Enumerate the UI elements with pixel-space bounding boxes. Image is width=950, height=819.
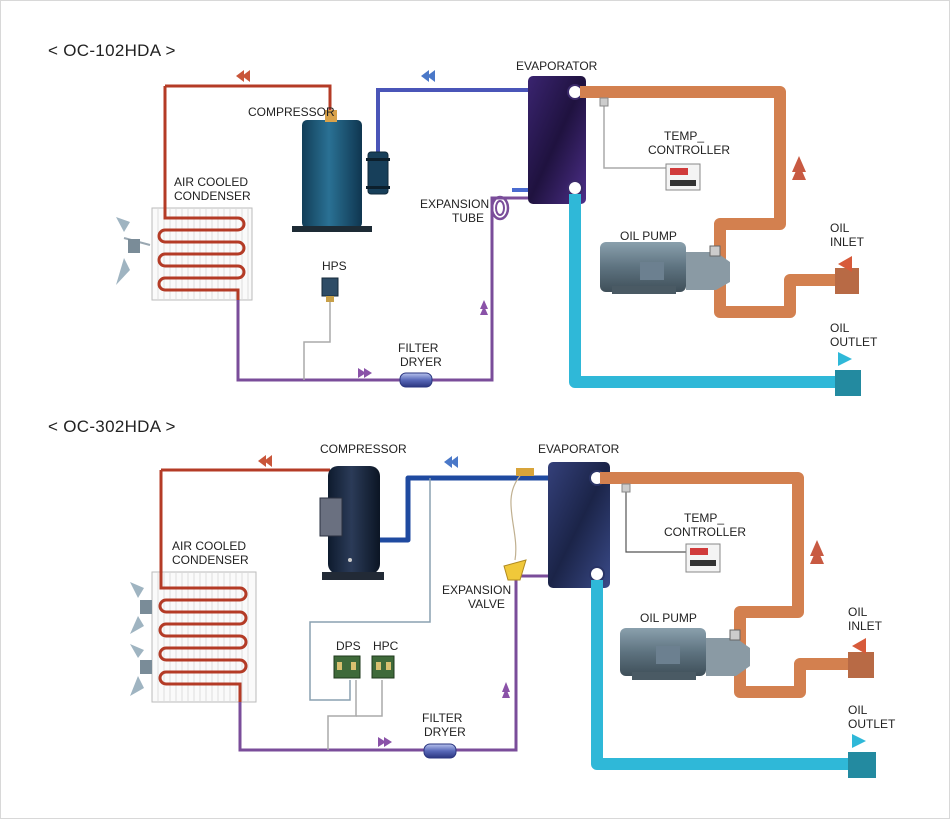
label-oil-inlet: OIL — [848, 605, 868, 619]
label-oil-outlet: OUTLET — [830, 335, 878, 349]
label-condenser: AIR COOLED — [172, 539, 246, 553]
fan-icon — [116, 217, 151, 285]
label-condenser: AIR COOLED — [174, 175, 248, 189]
diagram-title: < OC-302HDA > — [48, 417, 176, 436]
label-oil-inlet: OIL — [830, 221, 850, 235]
label-filter-dryer: DRYER — [424, 725, 466, 739]
label-condenser: CONDENSER — [174, 189, 251, 203]
label-evaporator: EVAPORATOR — [538, 442, 620, 456]
hps-switch — [321, 277, 339, 302]
label-hps: HPS — [322, 259, 347, 273]
condenser-2 — [130, 470, 257, 703]
diagram-title: < OC-102HDA > — [48, 41, 176, 60]
label-oil-inlet: INLET — [848, 619, 883, 633]
condenser-1 — [116, 86, 253, 301]
fan-icon — [130, 582, 152, 634]
label-condenser: CONDENSER — [172, 553, 249, 567]
label-temp-controller: TEMP_ — [684, 511, 724, 525]
expansion-tube — [490, 195, 510, 221]
label-expansion: EXPANSION — [442, 583, 511, 597]
diagram-oc102hda — [116, 70, 861, 396]
label-expansion: TUBE — [452, 211, 484, 225]
label-expansion: EXPANSION — [420, 197, 489, 211]
hpc-switch — [371, 655, 395, 679]
label-oil-outlet: OUTLET — [848, 717, 896, 731]
expansion-valve — [503, 468, 534, 581]
label-temp-controller: CONTROLLER — [664, 525, 746, 539]
label-filter-dryer: FILTER — [398, 341, 439, 355]
label-filter-dryer: DRYER — [400, 355, 442, 369]
label-temp-controller: CONTROLLER — [648, 143, 730, 157]
compressor-1 — [292, 110, 390, 232]
label-evaporator: EVAPORATOR — [516, 59, 598, 73]
evaporator-2 — [548, 462, 610, 588]
diagram-oc302hda — [130, 455, 876, 778]
label-oil-outlet: OIL — [830, 321, 850, 335]
filter-dryer-2 — [423, 743, 457, 759]
label-compressor: COMPRESSOR — [320, 442, 407, 456]
label-oil-outlet: OIL — [848, 703, 868, 717]
evaporator-1 — [528, 76, 586, 204]
label-filter-dryer: FILTER — [422, 711, 463, 725]
label-oil-pump: OIL PUMP — [620, 229, 677, 243]
label-expansion: VALVE — [468, 597, 505, 611]
temp-controller-2 — [621, 483, 721, 573]
filter-dryer-1 — [399, 372, 433, 388]
label-oil-inlet: INLET — [830, 235, 865, 249]
temp-controller-1 — [599, 97, 701, 191]
oil-pump-2 — [620, 628, 750, 680]
fan-icon — [130, 644, 152, 696]
label-dps: DPS — [336, 639, 361, 653]
oil-pump-1 — [600, 242, 730, 294]
label-temp-controller: TEMP_ — [664, 129, 704, 143]
label-compressor: COMPRESSOR — [248, 105, 335, 119]
compressor-2 — [319, 466, 384, 580]
dps-switch — [333, 655, 361, 679]
label-oil-pump: OIL PUMP — [640, 611, 697, 625]
label-hpc: HPC — [373, 639, 399, 653]
